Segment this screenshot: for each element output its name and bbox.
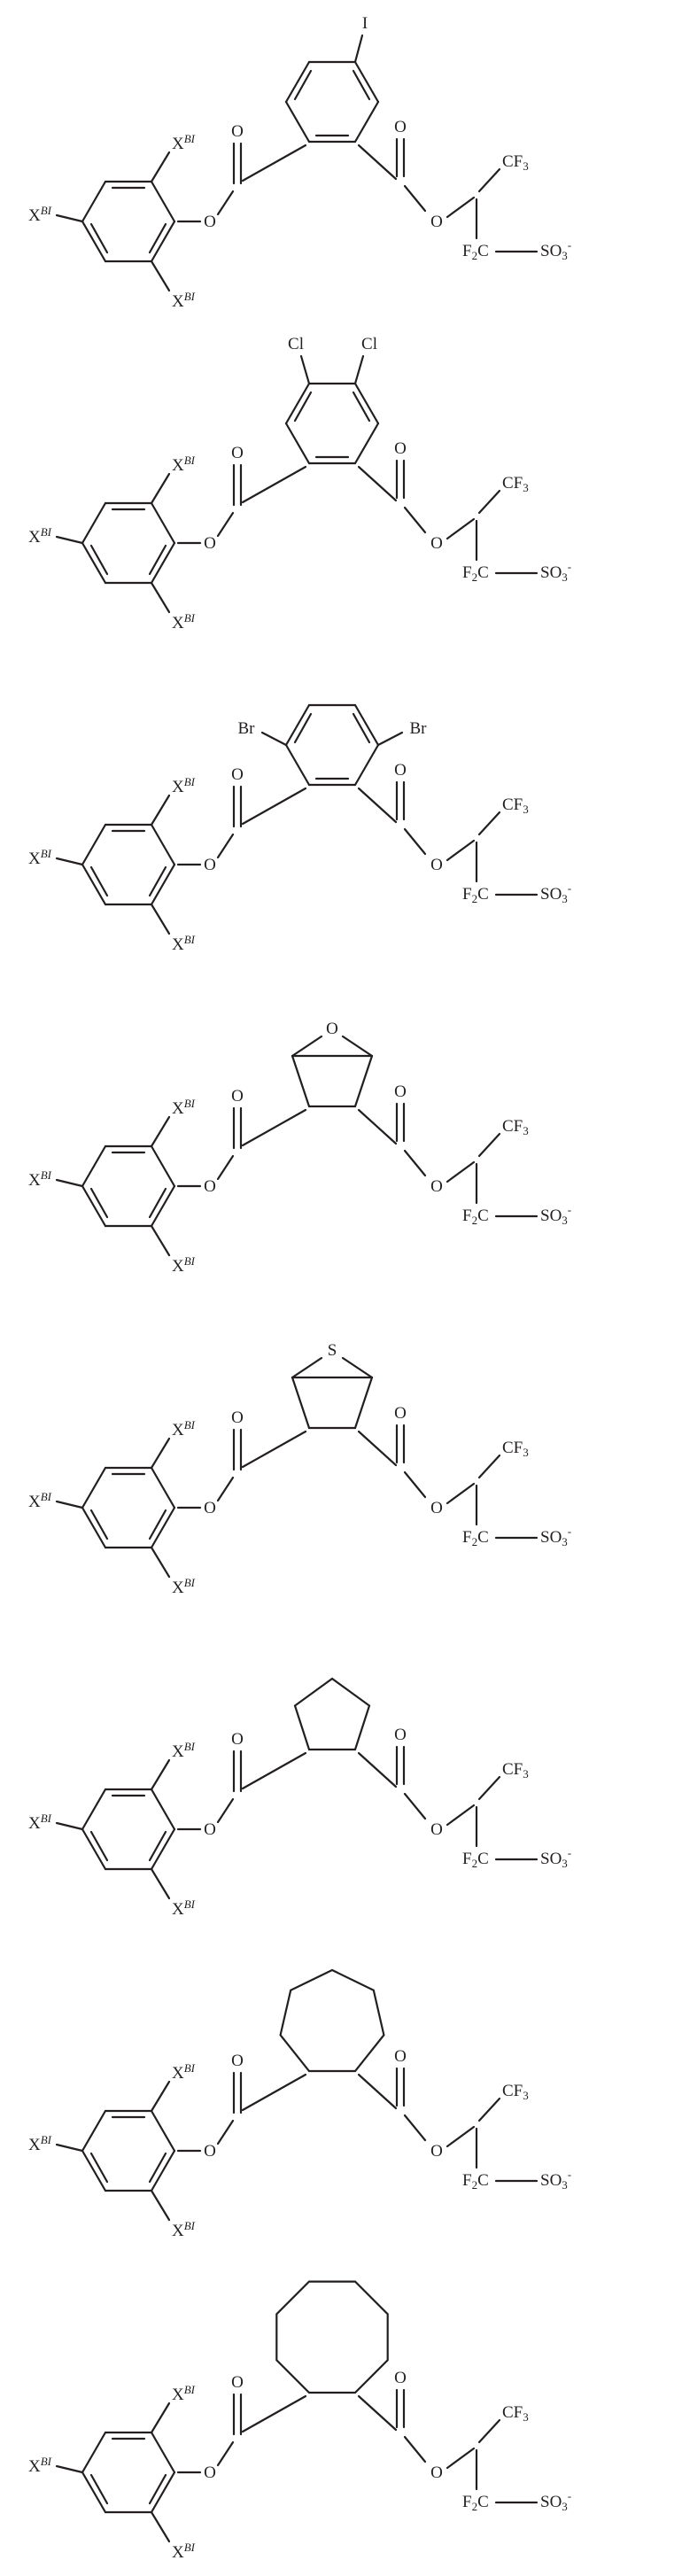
iodine-label: I (362, 14, 368, 33)
dibromo-substituents: Br Br (238, 719, 428, 747)
fluorosulfonate-fragment (357, 759, 573, 907)
central-benzene-ring (284, 382, 380, 465)
fluorosulfonate-fragment (357, 1724, 573, 1872)
structure-panel-3: Br Br (0, 643, 682, 965)
chlorine-label-left: Cl (288, 335, 304, 353)
structure-3-drawing: Br Br (27, 703, 573, 956)
central-benzene-ring (284, 703, 380, 787)
fluorosulfonate-fragment (357, 1402, 573, 1550)
structure-panel-4: O (0, 965, 682, 1286)
central-cycloheptane-ring (279, 1968, 385, 2073)
fluorosulfonate-fragment (357, 116, 573, 264)
aryloxycarbonyl-fragment (27, 1407, 307, 1599)
bromine-bond-right (376, 731, 404, 747)
central-bicyclo-ring (291, 1035, 374, 1108)
chlorine-label-right: Cl (361, 335, 377, 353)
aryloxycarbonyl-fragment (27, 442, 307, 634)
aryloxycarbonyl-fragment (27, 2050, 307, 2242)
dichloro-substituents: Cl Cl (288, 335, 377, 385)
structure-8-drawing (27, 2280, 573, 2564)
structure-6-drawing (27, 1677, 573, 1920)
iodine-bond (353, 34, 364, 64)
bromine-bond-left (260, 731, 288, 747)
iodo-substituent: I (353, 14, 368, 64)
central-cyclooctane-ring (275, 2280, 389, 2394)
central-benzene-ring (284, 60, 380, 144)
chlorine-bond-right (353, 354, 365, 385)
bridge-sulfur-label: S (328, 1341, 337, 1360)
bridge-oxygen-label: O (326, 1020, 338, 1038)
structure-1-drawing: I (27, 14, 573, 313)
structure-panel-8 (0, 2251, 682, 2576)
fluorosulfonate-fragment (357, 1081, 573, 1229)
structure-panel-5: S (0, 1286, 682, 1608)
structure-5-drawing: S (27, 1341, 573, 1599)
fluorosulfonate-fragment (357, 438, 573, 586)
structure-panel-6 (0, 1608, 682, 1929)
aryloxycarbonyl-fragment (27, 764, 307, 956)
structure-4-drawing: O (27, 1020, 573, 1277)
structure-panel-1: I (0, 0, 682, 322)
aryloxycarbonyl-fragment (27, 120, 307, 313)
bromine-label-left: Br (238, 719, 256, 738)
structure-panel-2: Cl Cl (0, 322, 682, 643)
bromine-label-right: Br (410, 719, 428, 738)
structure-2-drawing: Cl Cl (27, 335, 573, 634)
fluorosulfonate-fragment (357, 2045, 573, 2193)
aryloxycarbonyl-fragment (27, 1728, 307, 1920)
aryloxycarbonyl-fragment (27, 2371, 307, 2564)
structure-7-drawing (27, 1968, 573, 2242)
central-cyclopentane-ring (293, 1677, 371, 1751)
chlorine-bond-left (299, 354, 311, 385)
aryloxycarbonyl-fragment (27, 1085, 307, 1277)
structure-panel-7 (0, 1929, 682, 2251)
fluorosulfonate-fragment (357, 2367, 573, 2515)
central-bicyclo-ring (291, 1356, 374, 1430)
